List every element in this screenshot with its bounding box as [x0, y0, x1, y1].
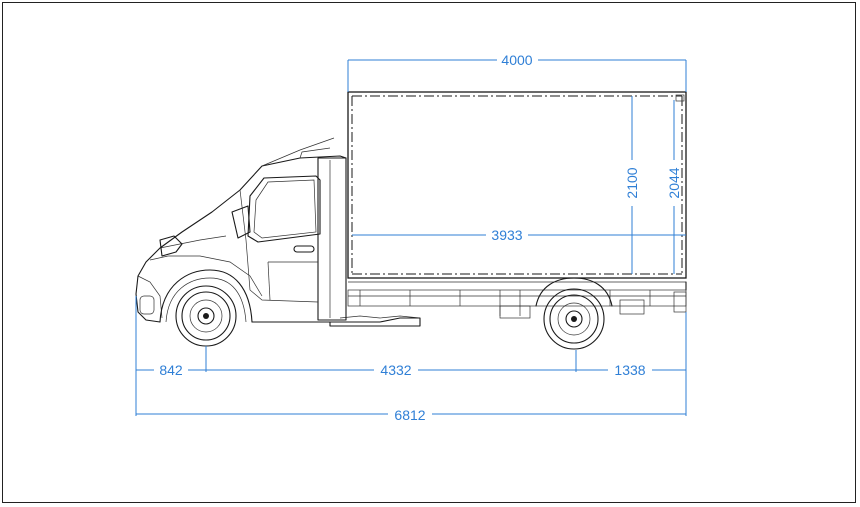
- dim-front-overhang: 842: [159, 362, 183, 378]
- dim-wheelbase: 4332: [380, 362, 411, 378]
- rear-wheel: [535, 277, 613, 350]
- cab: [135, 137, 347, 323]
- chassis-frame: [329, 289, 687, 327]
- front-wheel: [175, 285, 237, 347]
- dimension-lines: [135, 59, 687, 416]
- dim-box-height: 2100: [624, 167, 640, 198]
- dim-box-height-2: 2044: [666, 167, 682, 198]
- dim-box-inner-length: 3933: [491, 227, 522, 243]
- dim-box-length: 4000: [501, 52, 532, 68]
- cargo-box: [347, 91, 687, 291]
- dim-overall-length: 6812: [394, 407, 425, 423]
- dim-rear-overhang: 1338: [614, 362, 645, 378]
